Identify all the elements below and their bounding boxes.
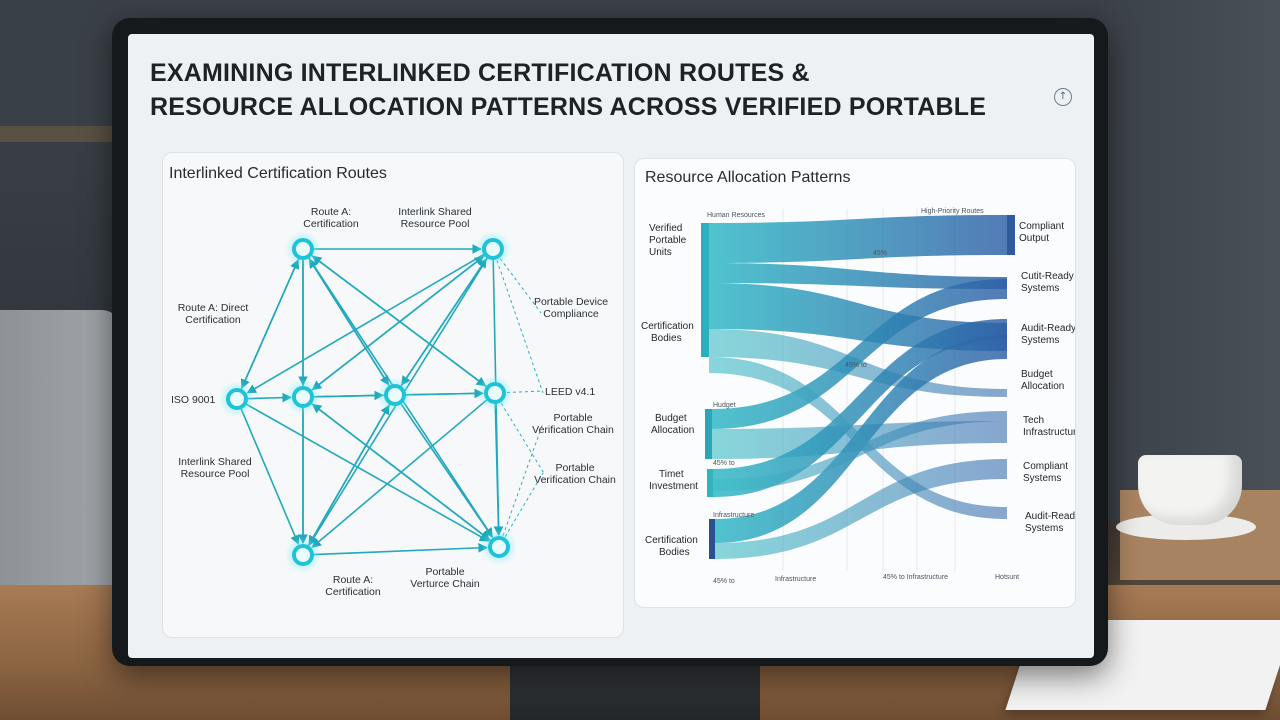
allocation-flow <box>709 263 1007 289</box>
bottom-label: 45% to Infrastructure <box>883 574 948 581</box>
coffee-cup <box>1138 455 1242 525</box>
node-label: Route A:Certification <box>325 574 381 598</box>
certification-routes-title: Interlinked Certification Routes <box>169 165 387 182</box>
flow-label-percent: 45% <box>873 250 887 257</box>
node-label: Route A:Certification <box>303 206 359 230</box>
route-node <box>482 238 504 260</box>
route-edge <box>399 258 487 388</box>
screen: EXAMINING INTERLINKED CERTIFICATION ROUT… <box>128 34 1094 658</box>
route-node <box>488 536 510 558</box>
route-edge <box>399 402 493 538</box>
page-title: EXAMINING INTERLINKED CERTIFICATION ROUT… <box>150 56 1030 124</box>
bottom-label: 45% to <box>713 578 735 585</box>
dashed-connector <box>494 392 546 476</box>
route-edge <box>310 255 485 392</box>
background-shelf-board <box>0 126 120 142</box>
allocation-flow <box>713 319 1007 497</box>
node-label: LEED v4.1 <box>545 386 595 398</box>
resource-allocation-panel: Resource Allocation Patterns <box>634 158 1076 608</box>
bottom-label: Hotsunt <box>995 574 1019 581</box>
source-bar <box>705 409 712 459</box>
route-edge <box>245 403 490 542</box>
allocation-flow <box>709 283 1007 351</box>
route-edge <box>308 258 391 387</box>
dashed-connector <box>492 248 544 394</box>
route-node <box>226 388 248 410</box>
target-label: TechInfrastructure <box>1023 415 1075 438</box>
route-node <box>484 382 506 404</box>
route-edge <box>311 403 492 542</box>
target-bar <box>1007 215 1015 255</box>
route-node <box>384 384 406 406</box>
route-node <box>292 238 314 260</box>
source-bar <box>707 469 713 497</box>
flow-label-hudget: Hudget <box>713 402 736 409</box>
certification-routes-panel: Interlinked Certification Routes Route A… <box>162 152 624 638</box>
allocation-flow <box>712 279 1007 429</box>
flow-label-percent: 45% to <box>713 460 735 467</box>
bottom-label: Infrastructure <box>775 576 816 583</box>
allocation-flow <box>709 215 1007 263</box>
route-node <box>292 386 314 408</box>
page-title-line-2: RESOURCE ALLOCATION PATTERNS ACROSS VERI… <box>150 93 987 121</box>
dashed-connector <box>498 422 544 548</box>
source-bar <box>709 519 715 559</box>
background-wall <box>1100 0 1280 520</box>
resource-allocation-title: Resource Allocation Patterns <box>645 169 851 186</box>
background-chair <box>0 310 120 600</box>
page-title-line-1: EXAMINING INTERLINKED CERTIFICATION ROUT… <box>150 59 810 87</box>
flow-label-infrastructure: Infrastructure <box>713 512 754 519</box>
allocation-flow <box>709 357 1007 519</box>
scroll-up-icon[interactable]: ↑ <box>1054 88 1072 106</box>
route-node <box>292 544 314 566</box>
route-edge <box>311 398 488 548</box>
route-edge <box>240 259 300 391</box>
route-edge <box>240 407 300 545</box>
route-edge <box>246 253 485 394</box>
flow-label-high-priority: High-Priority Routes <box>921 208 984 215</box>
flow-label-percent: 45% to <box>845 362 867 369</box>
flow-label-human-resources: Human Resources <box>707 212 765 219</box>
source-bar <box>701 223 709 357</box>
route-edge <box>404 388 484 399</box>
route-edge <box>307 404 390 547</box>
node-label: ISO 9001 <box>171 394 216 406</box>
route-edge <box>312 543 488 556</box>
allocation-flow <box>713 411 1007 491</box>
allocation-flow <box>715 459 1007 559</box>
